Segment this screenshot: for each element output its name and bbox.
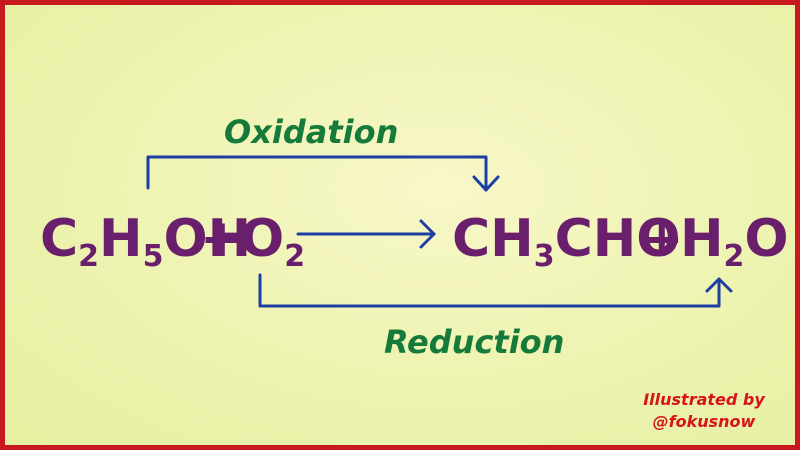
reaction-diagram: Oxidation Reduction C2H5OH + O2 CH3CHO +… [40, 113, 789, 431]
water-h: H [680, 209, 724, 269]
ethanol-c: C [40, 209, 78, 269]
water-o: O [744, 209, 788, 269]
oxygen-subscript: 2 [284, 239, 305, 274]
water-subscript: 2 [724, 239, 745, 274]
reduction-arrowhead [705, 277, 733, 293]
ethanol-h-subscript: 5 [143, 239, 164, 274]
credit-line-1: Illustrated by [643, 390, 765, 409]
oxygen-o: O [240, 209, 284, 269]
plus-sign-2: + [640, 209, 684, 269]
reduction-arrow [258, 273, 721, 308]
acetaldehyde-ch: CH [452, 209, 534, 269]
product-water: H2O [680, 209, 789, 274]
ethanol-oh: OH [163, 209, 251, 269]
oxidation-arrowhead [472, 175, 500, 192]
reactant-ethanol: C2H5OH [40, 209, 251, 274]
acetaldehyde-subscript: 3 [534, 239, 555, 274]
product-acetaldehyde: CH3CHO [452, 209, 680, 274]
acetaldehyde-cho: CHO [555, 209, 681, 269]
reaction-arrowhead [419, 219, 436, 249]
ethanol-c-subscript: 2 [78, 239, 99, 274]
credit-line-2: @fokusnow [653, 412, 756, 431]
reduction-label: Reduction [384, 323, 564, 361]
ethanol-h: H [99, 209, 143, 269]
oxidation-arrow [146, 155, 488, 192]
reactant-oxygen: O2 [240, 209, 305, 274]
oxidation-label: Oxidation [224, 113, 398, 151]
plus-sign-1: + [200, 209, 244, 269]
